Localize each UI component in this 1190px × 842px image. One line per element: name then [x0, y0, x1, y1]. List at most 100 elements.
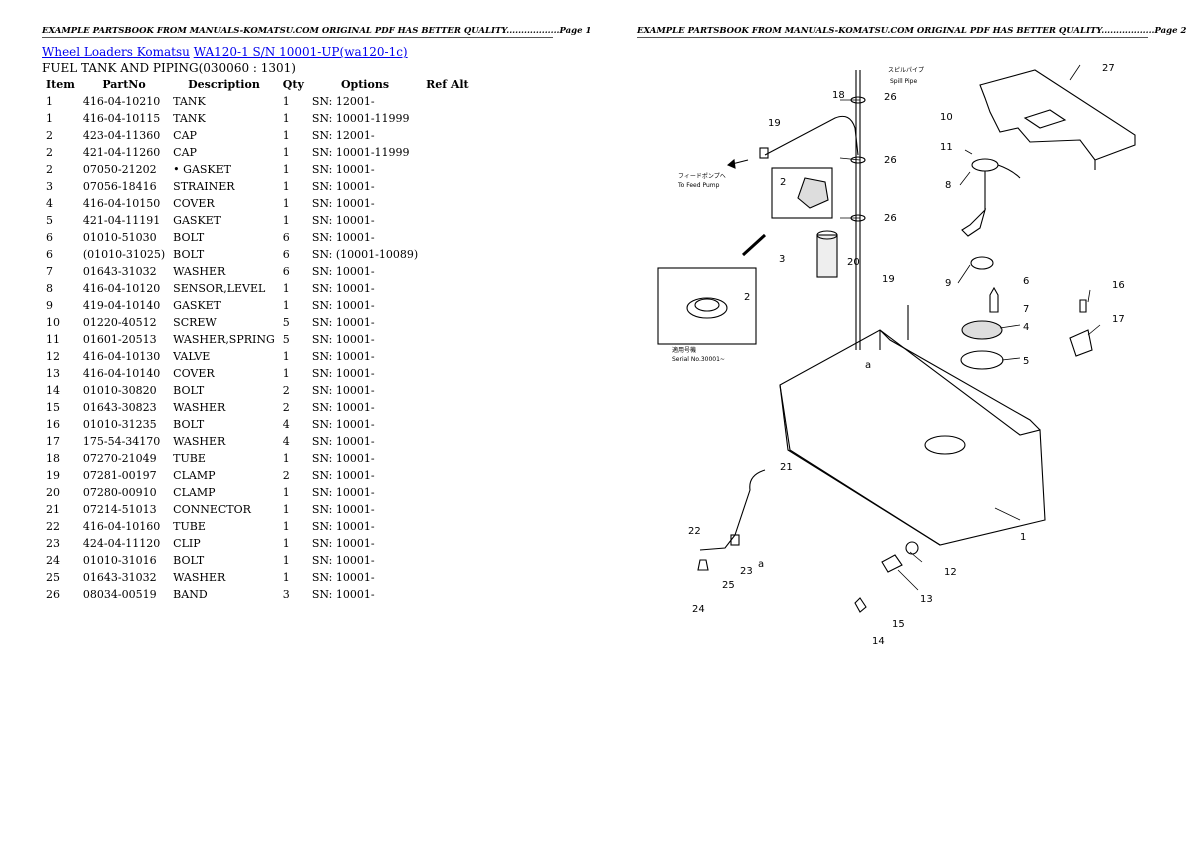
callout-2: 2 — [780, 177, 786, 188]
cell-description: SENSOR,LEVEL — [169, 280, 279, 297]
table-row: 1416-04-10115TANK1SN: 10001-11999 — [42, 110, 473, 127]
cell-refalt — [422, 518, 473, 535]
cell-options: SN: 10001- — [308, 552, 422, 569]
breadcrumb-link-model[interactable]: WA120-1 S/N 10001-UP(wa120-1c) — [194, 45, 408, 59]
cell-refalt — [422, 484, 473, 501]
cell-refalt — [422, 161, 473, 178]
table-row: 2401010-31016BOLT1SN: 10001- — [42, 552, 473, 569]
cell-options: SN: 12001- — [308, 93, 422, 110]
cell-item: 5 — [42, 212, 79, 229]
cell-qty: 1 — [279, 450, 308, 467]
cell-item: 18 — [42, 450, 79, 467]
valve-13-icon — [882, 555, 902, 572]
cell-refalt — [422, 229, 473, 246]
cell-partno: 07056-18416 — [79, 178, 169, 195]
cell-description: TANK — [169, 93, 279, 110]
cell-qty: 1 — [279, 161, 308, 178]
callout-2-inset: 2 — [744, 292, 750, 303]
cell-item: 26 — [42, 586, 79, 603]
cell-refalt — [422, 552, 473, 569]
cell-item: 11 — [42, 331, 79, 348]
cell-item: 9 — [42, 297, 79, 314]
table-row: 22416-04-10160TUBE1SN: 10001- — [42, 518, 473, 535]
note-feed-jp: フィードポンプへ — [678, 172, 726, 180]
bolt-14-icon — [855, 598, 866, 612]
callout-20: 20 — [847, 257, 860, 268]
fuel-line-lower — [700, 535, 735, 550]
cell-description: GASKET — [169, 297, 279, 314]
cell-description: CAP — [169, 144, 279, 161]
cell-refalt — [422, 246, 473, 263]
callout-7: 7 — [1023, 304, 1029, 315]
breadcrumb-link-category[interactable]: Wheel Loaders Komatsu — [42, 45, 190, 59]
cell-refalt — [422, 535, 473, 552]
cell-description: BOLT — [169, 246, 279, 263]
cell-options: SN: 10001- — [308, 416, 422, 433]
cell-qty: 6 — [279, 229, 308, 246]
cell-refalt — [422, 331, 473, 348]
cell-qty: 1 — [279, 569, 308, 586]
tank-filler-opening — [925, 436, 965, 454]
cell-partno: 421-04-11260 — [79, 144, 169, 161]
cell-item: 12 — [42, 348, 79, 365]
cell-options: SN: 10001- — [308, 348, 422, 365]
cell-options: SN: 10001- — [308, 501, 422, 518]
table-row: 1501643-30823WASHER2SN: 10001- — [42, 399, 473, 416]
cell-description: BOLT — [169, 229, 279, 246]
cell-description: WASHER,SPRING — [169, 331, 279, 348]
cell-options: SN: 10001- — [308, 399, 422, 416]
cell-description: COVER — [169, 195, 279, 212]
table-row: 4416-04-10150COVER1SN: 10001- — [42, 195, 473, 212]
cell-partno: 416-04-10160 — [79, 518, 169, 535]
cell-description: WASHER — [169, 399, 279, 416]
callout-25: 25 — [722, 580, 735, 591]
clamp-19-icon — [760, 148, 768, 158]
table-row: 701643-31032WASHER6SN: 10001- — [42, 263, 473, 280]
cell-description: BOLT — [169, 382, 279, 399]
cell-qty: 1 — [279, 93, 308, 110]
cell-partno: 07050-21202 — [79, 161, 169, 178]
cell-qty: 1 — [279, 178, 308, 195]
cell-qty: 1 — [279, 110, 308, 127]
cell-description: • GASKET — [169, 161, 279, 178]
cell-refalt — [422, 127, 473, 144]
section-title: FUEL TANK AND PIPING(030060 : 1301) — [42, 61, 296, 75]
gasket-5-icon — [961, 351, 1003, 369]
cell-options: SN: 10001- — [308, 263, 422, 280]
cell-description: TUBE — [169, 450, 279, 467]
exploded-parts-diagram: 27 1 2 2 3 4 5 6 7 8 9 10 11 12 13 14 15… — [640, 50, 1160, 650]
cell-refalt — [422, 297, 473, 314]
cell-item: 3 — [42, 178, 79, 195]
cell-description: BOLT — [169, 552, 279, 569]
callout-19-right: 19 — [882, 274, 895, 285]
cell-item: 16 — [42, 416, 79, 433]
cell-partno: 08034-00519 — [79, 586, 169, 603]
cell-qty: 1 — [279, 501, 308, 518]
callout-1: 1 — [1020, 532, 1026, 543]
col-header-item: Item — [42, 76, 79, 93]
cell-item: 19 — [42, 467, 79, 484]
table-row: 2007280-00910CLAMP1SN: 10001- — [42, 484, 473, 501]
cell-refalt — [422, 586, 473, 603]
parts-table: Item PartNo Description Qty Options Ref … — [42, 76, 473, 603]
callout-3: 3 — [779, 254, 785, 265]
cell-refalt — [422, 467, 473, 484]
cell-item: 6 — [42, 246, 79, 263]
cell-description: VALVE — [169, 348, 279, 365]
callout-4: 4 — [1023, 322, 1029, 333]
callout-18: 18 — [832, 90, 845, 101]
cell-qty: 5 — [279, 314, 308, 331]
cell-refalt — [422, 348, 473, 365]
cell-item: 7 — [42, 263, 79, 280]
table-header-row: Item PartNo Description Qty Options Ref … — [42, 76, 473, 93]
table-row: 1416-04-10210TANK1SN: 12001- — [42, 93, 473, 110]
table-row: 2107214-51013CONNECTOR1SN: 10001- — [42, 501, 473, 518]
cell-partno: 416-04-10130 — [79, 348, 169, 365]
cell-partno: 01601-20513 — [79, 331, 169, 348]
callout-10: 10 — [940, 112, 953, 123]
fuel-line-22 — [735, 470, 765, 535]
clip-23-icon — [731, 535, 739, 545]
cell-options: SN: 10001-11999 — [308, 144, 422, 161]
cell-partno: 01010-51030 — [79, 229, 169, 246]
col-header-options: Options — [308, 76, 422, 93]
